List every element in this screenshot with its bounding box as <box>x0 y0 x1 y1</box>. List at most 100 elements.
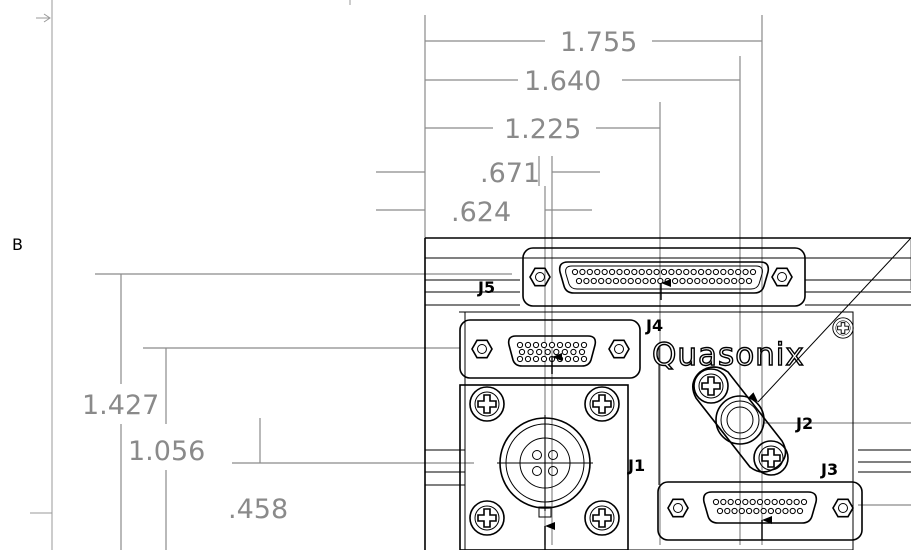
connector-pin <box>668 268 675 276</box>
connector-pin <box>716 507 724 515</box>
connector-pin <box>735 268 742 276</box>
dimension-1640: 1.640 <box>524 66 601 97</box>
connector-pin <box>800 498 808 506</box>
screw-icon <box>469 500 505 536</box>
connector-pin <box>738 507 745 515</box>
j1-label: J1 <box>627 456 645 475</box>
connector-pin <box>570 348 577 356</box>
connector-pin <box>580 341 588 349</box>
j2-connector <box>692 366 787 473</box>
connector-pin <box>660 268 668 276</box>
connector-pin <box>749 498 756 506</box>
connector-pin <box>679 277 686 285</box>
dimension-1056: 1.056 <box>128 436 205 467</box>
connector-pin <box>705 268 712 276</box>
connector-pin <box>638 268 645 276</box>
connector-pin <box>753 507 760 515</box>
connector-pin <box>760 507 767 515</box>
connector-pin <box>664 277 671 285</box>
connector-pin <box>697 268 705 276</box>
connector-pin <box>708 277 716 285</box>
connector-pin <box>524 355 532 363</box>
connector-pin <box>524 341 532 349</box>
connector-pin <box>675 268 682 276</box>
connector-pin <box>635 277 642 285</box>
connector-pin <box>594 268 601 276</box>
dimension-1755: 1.755 <box>560 27 637 58</box>
housing <box>424 237 911 550</box>
j5-connector <box>522 247 806 307</box>
connector-pin <box>586 268 593 276</box>
connector-pin <box>724 507 731 515</box>
connector-pin <box>536 348 543 356</box>
connector-pin <box>734 498 742 506</box>
connector-pin <box>745 277 753 285</box>
connector-pin <box>786 498 793 506</box>
connector-pin <box>782 507 789 515</box>
screw-icon <box>584 500 620 536</box>
connector-pin <box>686 277 693 285</box>
connector-pin <box>771 498 778 506</box>
connector-pin <box>583 277 590 285</box>
j4-connector <box>459 319 641 379</box>
j3-pins <box>712 498 808 515</box>
connector-pin <box>712 268 720 276</box>
dimension-1225: 1.225 <box>504 114 581 145</box>
connector-pin <box>657 277 664 285</box>
connector-pin <box>575 277 583 285</box>
connector-pin <box>544 348 551 356</box>
dimension-lines <box>95 15 911 550</box>
connector-pin <box>516 341 524 349</box>
connector-pin <box>532 355 540 363</box>
connector-pin <box>516 355 524 363</box>
connector-pin <box>683 268 690 276</box>
border-arrow-icon <box>36 13 51 23</box>
connector-pin <box>690 268 697 276</box>
connector-pin <box>612 277 620 285</box>
connector-pin <box>738 277 745 285</box>
connector-pin <box>556 355 564 363</box>
connector-pin <box>701 277 708 285</box>
connector-pin <box>694 277 701 285</box>
connector-pin <box>518 348 526 356</box>
connector-pin <box>631 268 638 276</box>
connector-pin <box>564 341 572 349</box>
connector-pin <box>578 348 586 356</box>
j3-label: J3 <box>820 460 838 479</box>
connector-pin <box>527 348 534 356</box>
connector-pin <box>767 507 775 515</box>
connector-pin <box>598 277 605 285</box>
connector-pin <box>764 498 771 506</box>
connector-pin <box>623 268 631 276</box>
connector-pin <box>653 268 660 276</box>
connector-pin <box>616 268 623 276</box>
screw-icon <box>693 368 729 404</box>
connector-pin <box>646 268 653 276</box>
connector-pin <box>723 277 730 285</box>
j4-label: J4 <box>645 316 663 335</box>
screw-icon <box>469 386 505 422</box>
connector-pin <box>572 341 580 349</box>
leader-line <box>747 237 911 403</box>
connector-pin <box>642 277 649 285</box>
connector-pin <box>579 268 586 276</box>
connector-pin <box>572 355 580 363</box>
connector-pin <box>731 277 738 285</box>
connector-pin <box>540 355 548 363</box>
connector-pin <box>749 268 757 276</box>
connector-pin <box>727 268 734 276</box>
zone-label: B <box>12 235 23 254</box>
connector-pin <box>756 498 764 506</box>
j2-label: J2 <box>795 414 813 433</box>
connector-pin <box>742 268 749 276</box>
connector-pin <box>727 498 734 506</box>
screw-icon <box>753 440 789 476</box>
j4-pins <box>516 341 588 363</box>
j5-label: J5 <box>477 278 495 297</box>
connector-pin <box>793 498 800 506</box>
connector-pin <box>649 277 657 285</box>
j3-connector <box>657 481 863 541</box>
screw-icon <box>584 386 620 422</box>
connector-pin <box>745 507 753 515</box>
